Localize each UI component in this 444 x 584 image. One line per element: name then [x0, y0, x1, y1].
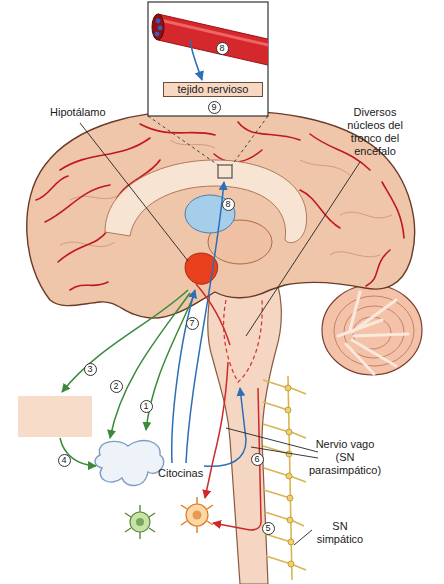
- zoom-lines: [148, 116, 268, 165]
- cytokine-dot: [156, 19, 161, 24]
- vessel-wall: [158, 14, 268, 66]
- cerebellum-outline: [322, 285, 422, 375]
- cell-body: [130, 512, 150, 532]
- cytokine-signals: [172, 182, 246, 466]
- cerebellum-folia: [334, 296, 414, 366]
- gyrus-line: [340, 212, 392, 218]
- arrow-3: [62, 290, 188, 392]
- leader-line: [294, 530, 312, 545]
- cytokine-dot: [155, 32, 160, 37]
- blood-vessel: [70, 282, 108, 290]
- blood-vessel: [36, 176, 68, 200]
- neuroendocrine-arrows: [60, 290, 194, 466]
- immune-cell-green: [125, 505, 155, 539]
- callout-number: 1: [140, 400, 153, 413]
- cell-body: [186, 504, 208, 526]
- arrow-8: [186, 182, 224, 463]
- empty-box: [18, 396, 92, 437]
- callout-number: 4: [58, 454, 71, 467]
- blood-vessel: [366, 250, 390, 286]
- structure-label: Diversos núcleos del tronco del encéfalo: [342, 106, 408, 158]
- molecule-label: Citocinas: [158, 467, 214, 480]
- callout-number: 3: [84, 363, 97, 376]
- callout-number: 6: [251, 453, 264, 466]
- callout-number: 8: [216, 42, 229, 55]
- gyrus-line: [300, 160, 350, 175]
- arrow-2: [110, 293, 190, 438]
- blood-vessel: [382, 182, 404, 238]
- zoom-square: [218, 165, 232, 178]
- callout-number: 7: [186, 317, 199, 330]
- autonomic-outputs: [196, 284, 261, 530]
- blood-vessel: [58, 230, 108, 262]
- cytokine-arrow: [190, 40, 202, 80]
- cortical-vessels: [36, 122, 404, 290]
- callout-number: 5: [262, 522, 275, 535]
- cell-processes: [125, 505, 155, 539]
- ganglion: [287, 517, 293, 523]
- cell-nucleus: [136, 518, 144, 526]
- ventricle: [185, 195, 235, 233]
- immune-cell-orange: [181, 497, 213, 533]
- leader-line: [226, 428, 318, 452]
- arbor-vitae: [338, 292, 408, 374]
- ganglion: [285, 407, 291, 413]
- tissue-box: tejido nervioso: [163, 82, 263, 97]
- vessel-lumen: [152, 14, 164, 40]
- arrow-7: [172, 290, 195, 463]
- cell-processes: [181, 497, 213, 533]
- nerve-label: Nervio vago (SN parasimpático): [305, 438, 385, 477]
- callout-number: 2: [110, 380, 123, 393]
- arrow-1: [146, 295, 194, 430]
- sympathetic-chain: [263, 376, 306, 580]
- ganglion: [288, 561, 294, 567]
- lymphoid-organ: [95, 440, 164, 485]
- ganglion: [286, 473, 292, 479]
- blood-vessel: [45, 185, 110, 222]
- callout-number: 9: [208, 101, 221, 114]
- structure-label: Hipotálamo: [50, 106, 122, 119]
- ganglion: [288, 539, 294, 545]
- cerebellum: [322, 285, 422, 375]
- leader-lines: [80, 123, 360, 545]
- blood-vessel: [238, 122, 300, 140]
- hypothalamus-to-brainstem: [196, 284, 230, 345]
- blood-vessel: [60, 138, 150, 170]
- callout-number: 8: [222, 198, 235, 211]
- ganglion: [287, 495, 293, 501]
- box-text: tejido nervioso: [164, 83, 262, 96]
- leader-line: [80, 123, 188, 261]
- leader-line: [246, 162, 360, 336]
- cell-nucleus: [193, 511, 202, 520]
- corpus-callosum: [105, 160, 307, 243]
- sympathetic-nerves: [263, 380, 306, 570]
- cytokine-dot: [158, 26, 163, 31]
- ganglion: [286, 429, 292, 435]
- gyrus-line: [330, 252, 380, 257]
- ganglion: [285, 385, 291, 391]
- ganglia: [285, 385, 294, 567]
- blood-vessel: [140, 124, 215, 135]
- nerve-label: SN simpático: [310, 520, 370, 546]
- vagus-efferent: [205, 362, 228, 498]
- vessel-highlight: [160, 20, 268, 46]
- inset-vessel: [152, 14, 268, 66]
